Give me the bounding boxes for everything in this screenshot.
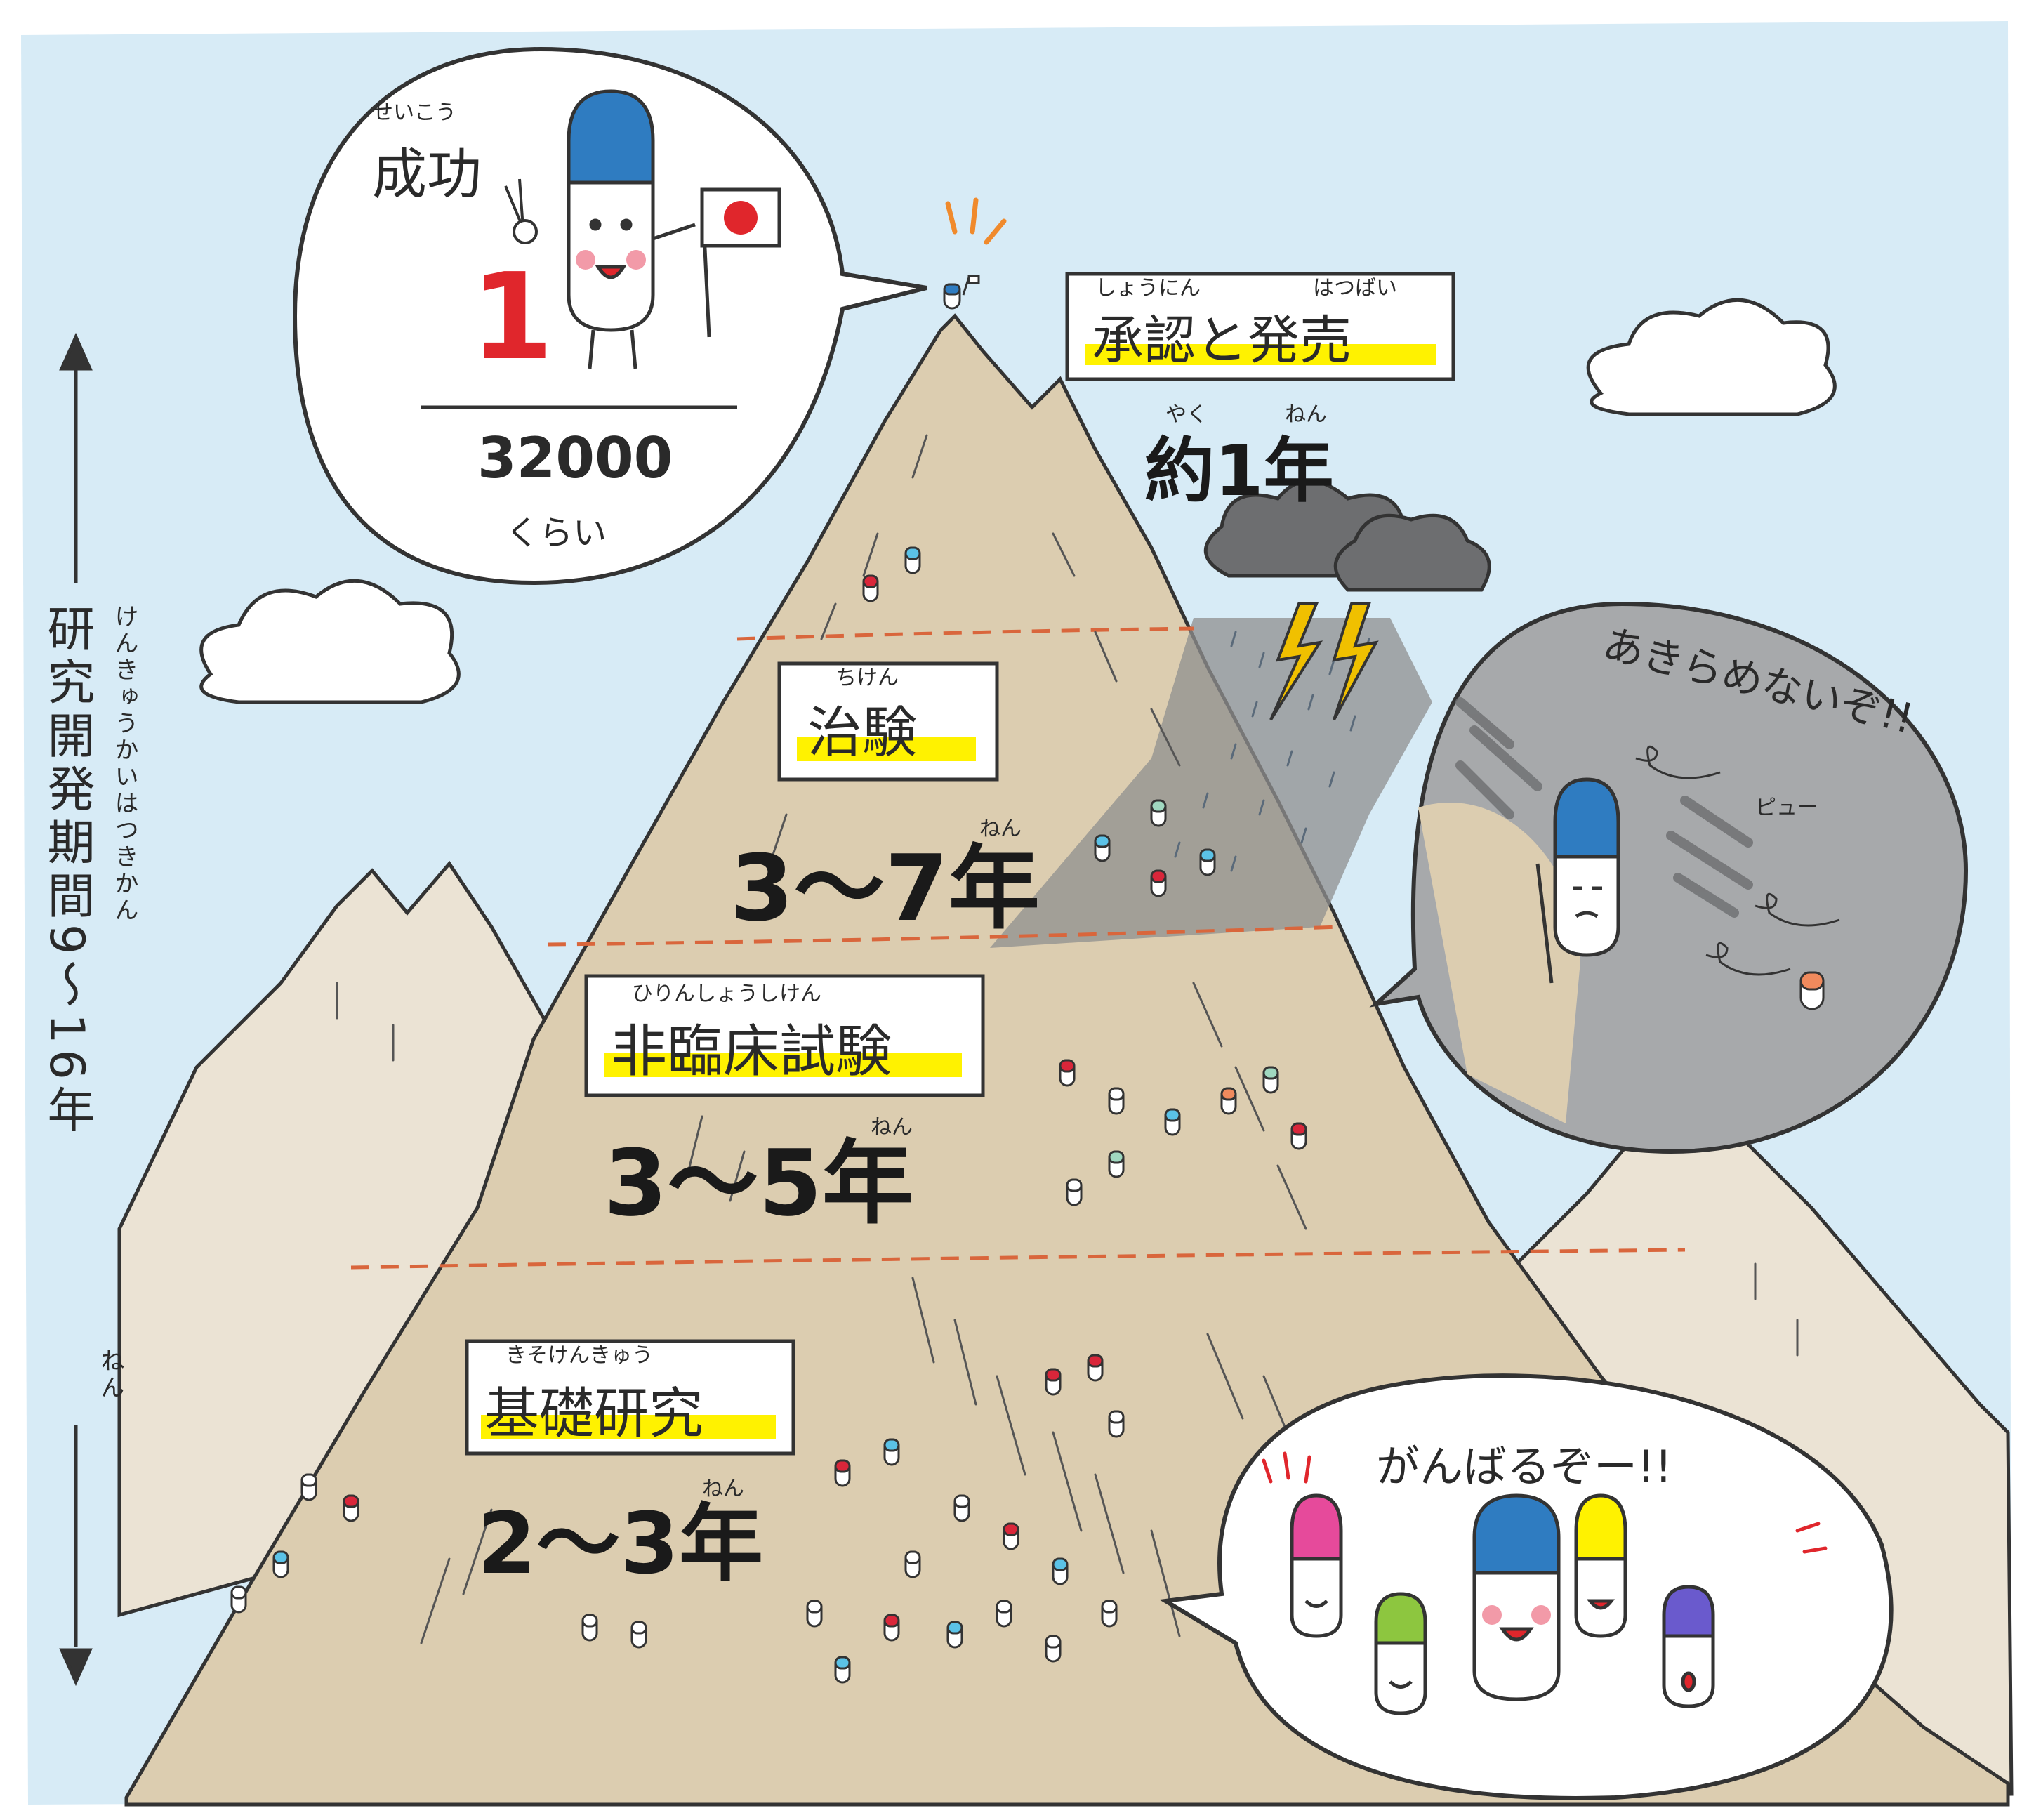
capsule-mascot-pink (1290, 1493, 1343, 1638)
basic-ruby: きそけんきゅう (505, 1343, 653, 1368)
falling-capsule (1799, 971, 1825, 1010)
approval-name: 承認と発売 (1092, 310, 1352, 371)
development-period-year-ruby: ねん (96, 1348, 124, 1402)
success-ruby: せいこう (372, 100, 456, 125)
stage-dividers (350, 626, 1686, 1270)
capsule-mascot-blue-leader (1472, 1493, 1561, 1701)
timeline-arrow (59, 332, 93, 1687)
arrow-down-icon (59, 1648, 93, 1687)
development-period-ruby: けんきゅうかいはつきかん (110, 604, 138, 924)
basic-duration: 2〜3年 (477, 1496, 763, 1593)
clinical-name: 治験 (807, 701, 917, 765)
nonclinical-ruby: ひりんしょうしけん (632, 982, 821, 1006)
stage-nonclinical: ひりんしょうしけん 非臨床試験 ねん 3〜5年 (584, 974, 985, 1237)
storm-bubble: あきらめないぞ!! ピュー (1369, 601, 1969, 1154)
sparkle-icon (945, 197, 1007, 245)
nonclinical-duration-ruby: ねん (871, 1115, 913, 1140)
approval-duration-ruby-left: やく (1165, 402, 1208, 427)
success-numerator: 1 (470, 248, 553, 387)
approval-duration: 約1年 (1144, 430, 1334, 512)
basic-name: 基礎研究 (484, 1383, 703, 1446)
clinical-duration: 3〜7年 (730, 835, 1040, 942)
team-bubble: がんばるぞー!! (1159, 1373, 1894, 1800)
capsule-mascot-blue (567, 89, 696, 369)
success-bubble: せいこう 成功 1 32000 くらい (292, 46, 927, 586)
clinical-duration-ruby: ねん (979, 817, 1022, 841)
nonclinical-name: 非臨床試験 (611, 1019, 892, 1084)
development-period-label: 研究開発期間9〜16年 (39, 604, 94, 1139)
stage-clinical: ちけん 治験 ねん 3〜7年 (730, 661, 1040, 942)
cloud-right-icon (1586, 298, 1837, 416)
japan-flag-icon (700, 187, 781, 338)
nonclinical-duration: 3〜5年 (604, 1130, 913, 1237)
climbers (230, 546, 1307, 1684)
team-shout: がんばるぞー!! (1376, 1441, 1672, 1492)
peace-hand-icon (504, 178, 538, 244)
approval-duration-ruby-right: ねん (1285, 402, 1327, 427)
success-title: 成功 (372, 143, 482, 206)
success-approx: くらい (505, 513, 607, 553)
basic-duration-ruby: ねん (702, 1477, 744, 1501)
capsule-mascot-struggling (1535, 777, 1620, 984)
capsule-mascot-yellow (1574, 1493, 1627, 1638)
stage-basic: きそけんきゅう 基礎研究 ねん 2〜3年 (465, 1339, 795, 1593)
approval-ruby-right: はつばい (1313, 276, 1397, 301)
approval-ruby-left: しょうにん (1095, 276, 1201, 301)
capsule-mascot-purple (1662, 1585, 1715, 1708)
capsule-mascot-green (1374, 1592, 1427, 1715)
cloud-left-icon (199, 579, 461, 704)
rain-icon (1174, 631, 1370, 872)
summit-climber (943, 275, 980, 310)
success-denominator: 32000 (477, 426, 673, 491)
lightning-icon (1269, 602, 1379, 721)
stage-approval: しょうにん はつばい 承認と発売 やく ねん 約1年 (1065, 272, 1455, 512)
wind-sound: ピュー (1755, 796, 1818, 820)
storm-zone (990, 618, 1432, 948)
storm-cloud-icon (1203, 479, 1491, 592)
clinical-ruby: ちけん (835, 666, 899, 690)
